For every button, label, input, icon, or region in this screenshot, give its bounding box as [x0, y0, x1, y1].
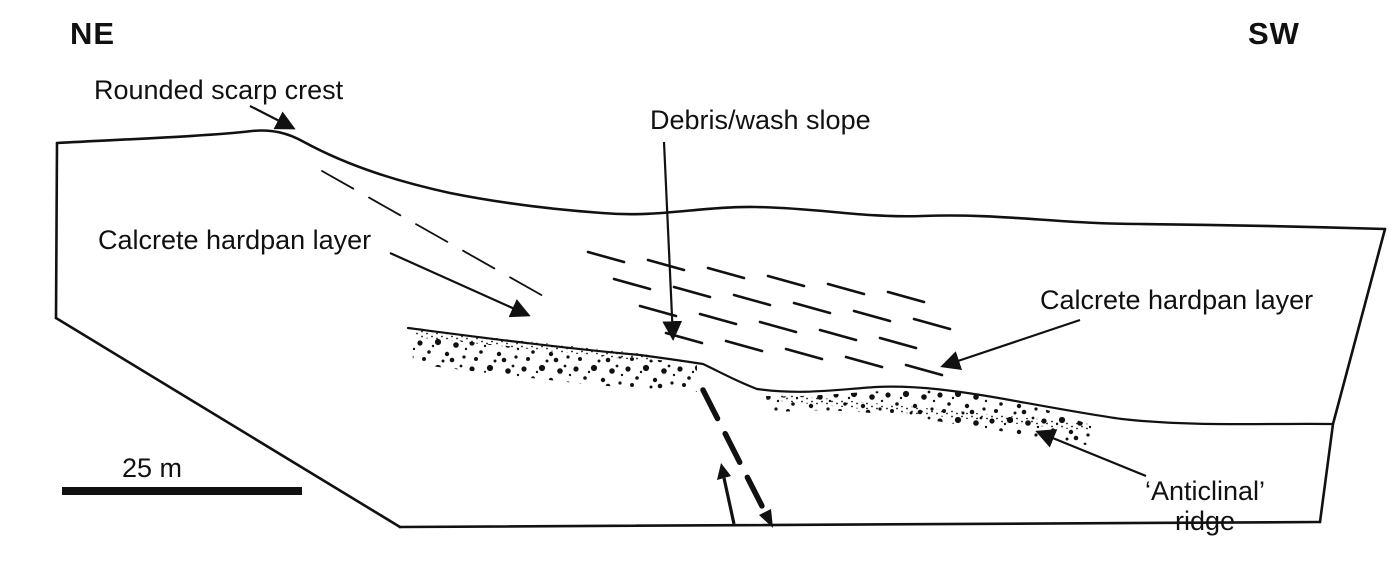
arrow-to-calcrete-left [389, 251, 531, 318]
orientation-sw-label: SW [1248, 16, 1300, 51]
block-right-top-edge [1331, 227, 1387, 426]
label-anticlinal-ridge-line2: ridge [1175, 506, 1235, 536]
label-calcrete-hardpan-left: Calcrete hardpan layer [98, 225, 371, 255]
calcrete-band-right [766, 390, 1092, 446]
arrow-to-calcrete-right [940, 318, 1081, 371]
label-debris-wash-slope: Debris/wash slope [650, 105, 871, 135]
block-right-front-edge [1318, 422, 1335, 524]
calcrete-band-left [412, 329, 697, 392]
calcrete-left-stipple [412, 334, 697, 392]
fault-upthrow-arrowhead [717, 463, 731, 480]
fault-dashed-line [700, 387, 768, 515]
block-left-edge [54, 141, 59, 320]
fault-downthrow-arrowhead [759, 509, 773, 528]
calcrete-right-stipple [766, 390, 1092, 446]
fault-upthrow-arrow-shaft [722, 477, 736, 525]
scale-bar-label: 25 m [122, 453, 182, 483]
label-anticlinal-ridge-line1: ‘Anticlinal’ [1145, 476, 1265, 506]
ground-surface-back-edge [55, 129, 1387, 231]
block-front-left-diagonal [54, 316, 402, 529]
annotation-arrows [249, 105, 1147, 478]
debris-wash-hatch [586, 250, 952, 377]
arrow-to-debris-slope [662, 141, 683, 341]
scarp-crest-projection-dashed [321, 170, 553, 302]
block-outline [54, 129, 1387, 529]
calcrete-left-fine-rim [413, 329, 655, 362]
arrow-to-scarp-crest [249, 105, 296, 130]
arrow-to-anticlinal-ridge [1035, 429, 1147, 478]
fault-trace [700, 387, 773, 528]
label-calcrete-hardpan-right: Calcrete hardpan layer [1040, 285, 1313, 315]
scale-bar: 25 m [62, 453, 302, 495]
scale-bar-line [62, 487, 302, 495]
label-rounded-scarp-crest: Rounded scarp crest [94, 75, 344, 105]
block-bottom-edge [398, 520, 1322, 529]
orientation-ne-label: NE [70, 16, 115, 51]
